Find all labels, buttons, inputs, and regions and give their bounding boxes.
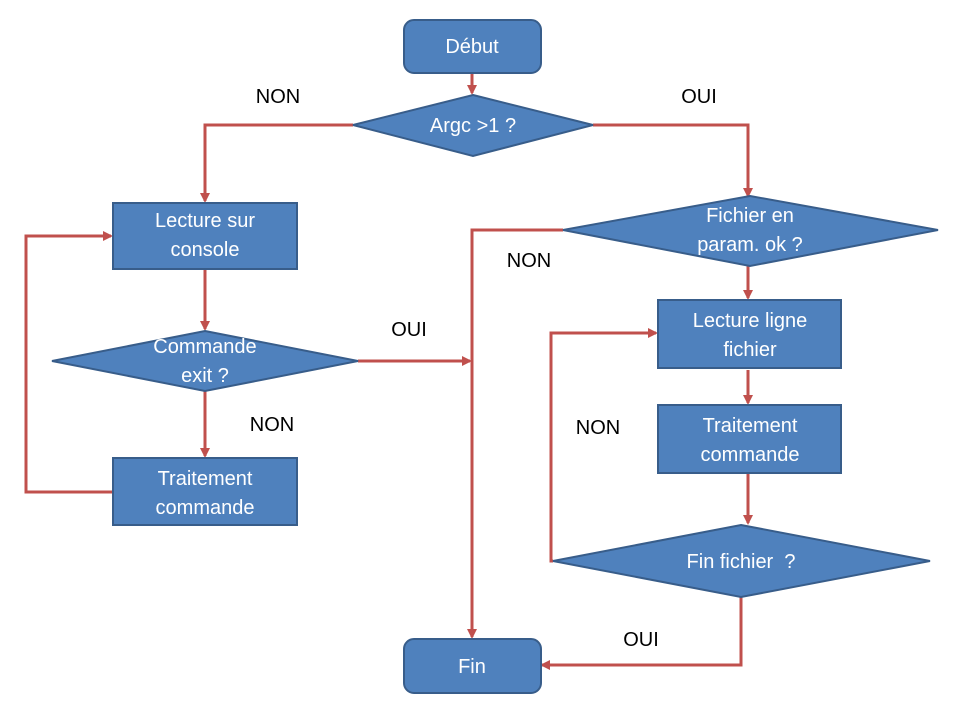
- process-command-left-line1: Traitement: [158, 468, 253, 490]
- exit-command-decision: Commande exit ?: [51, 329, 359, 393]
- read-file-line-label-line1: Lecture ligne: [693, 310, 808, 332]
- read-file-line-label-line2: fichier: [723, 339, 777, 361]
- process-command-right: Traitement commande: [657, 404, 842, 474]
- file-param-label-line1: Fichier en: [706, 205, 794, 227]
- process-command-right-line2: commande: [701, 444, 800, 466]
- process-command-left: Traitement commande: [112, 457, 298, 526]
- read-console-process: Lecture sur console: [112, 202, 298, 270]
- end-of-file-label: Fin fichier ?: [687, 551, 796, 573]
- file-param-label-line2: param. ok ?: [697, 234, 803, 256]
- label-fichier-non: NON: [507, 250, 551, 272]
- edge-argc-non-to-lecture-console: [200, 123, 353, 203]
- nodes: Début Argc >1 ? Lecture sur console Comm…: [51, 19, 939, 694]
- edge-traitement-left-loop: [24, 231, 113, 494]
- edges: [24, 74, 753, 670]
- start-node: Début: [403, 19, 542, 74]
- end-node: Fin: [403, 638, 542, 694]
- label-exit-oui: OUI: [391, 319, 427, 341]
- edge-labels: NON OUI NON OUI NON NON OUI: [250, 86, 717, 651]
- end-node-label: Fin: [458, 656, 486, 678]
- label-argc-non: NON: [256, 86, 300, 108]
- label-exit-non: NON: [250, 414, 294, 436]
- edge-fin-fichier-oui-to-fin: [540, 597, 743, 670]
- label-fin-fichier-non: NON: [576, 417, 620, 439]
- read-console-label-line2: console: [171, 239, 240, 261]
- file-param-decision: Fichier en param. ok ?: [562, 194, 939, 268]
- argc-decision-label: Argc >1 ?: [430, 115, 516, 137]
- process-command-right-line1: Traitement: [703, 415, 798, 437]
- end-of-file-decision: Fin fichier ?: [552, 523, 931, 599]
- label-argc-oui: OUI: [681, 86, 717, 108]
- argc-decision: Argc >1 ?: [352, 93, 594, 158]
- read-console-label-line1: Lecture sur: [155, 210, 255, 232]
- exit-command-label-line1: Commande: [153, 336, 256, 358]
- edge-argc-oui-to-fichier-ok: [593, 123, 753, 198]
- edge-fichier-non-to-fin: [467, 228, 563, 639]
- process-command-left-line2: commande: [156, 497, 255, 519]
- label-fin-fichier-oui: OUI: [623, 629, 659, 651]
- start-node-label: Début: [445, 36, 499, 58]
- read-file-line-process: Lecture ligne fichier: [657, 299, 842, 369]
- edge-fin-fichier-non-loop: [549, 328, 658, 563]
- exit-command-label-line2: exit ?: [181, 365, 229, 387]
